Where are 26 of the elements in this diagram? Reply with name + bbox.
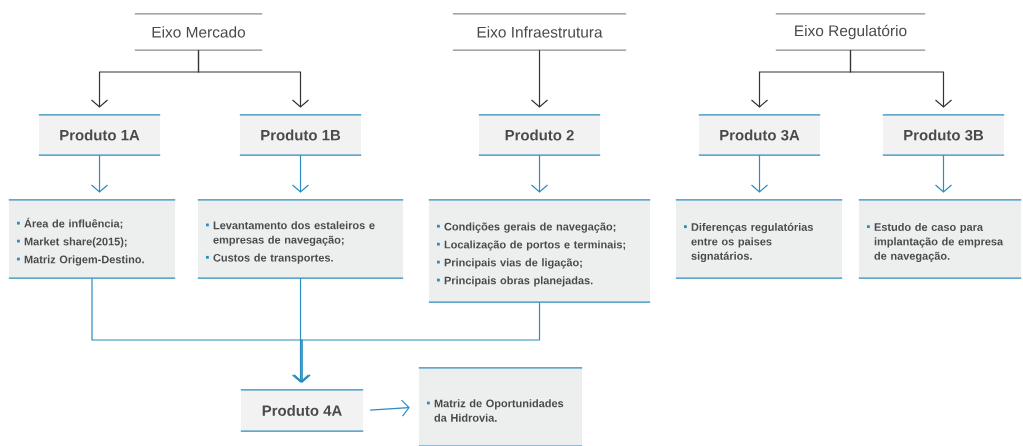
- product-box: Produto 1A: [38, 114, 161, 156]
- product-box: Produto 3B: [882, 114, 1005, 156]
- product-box: Produto 3A: [698, 114, 821, 156]
- bullet-list-box: Condições gerais de navegação; Localização de portos e terminais; Principais vias de ligação; Principais obras planejadas.: [428, 199, 651, 303]
- arrow: [291, 154, 310, 193]
- axis-heading: Eixo Infraestrutura: [452, 13, 627, 51]
- bullet-list-box: Levantamento dos estaleiros e empresas de navegação; Custos de transportes.: [197, 199, 404, 279]
- bullet-list-box: Área de influência; Market share(2015); Matriz Origem-Destino.: [8, 199, 176, 279]
- arrow: [530, 154, 549, 193]
- product-box: Produto 4A: [240, 389, 364, 432]
- arrow: [293, 301, 541, 383]
- arrow: [291, 277, 310, 383]
- arrow: [530, 49, 549, 108]
- arrow: [369, 399, 410, 417]
- axis-heading: Eixo Regulatório: [775, 13, 926, 51]
- product-box: Produto 2: [478, 114, 601, 156]
- arrow: [934, 154, 953, 193]
- axis-heading: Eixo Mercado: [134, 13, 263, 51]
- product-box: Produto 1B: [239, 114, 362, 156]
- bullet-list-box: Matriz de Oportunidades da Hidrovia.: [418, 367, 583, 446]
- bullet-list-box: Estudo de caso para implantação de empresa de navegação.: [858, 199, 1022, 279]
- bullet-list-box: Diferenças regulatórias entre os paises signatários.: [675, 199, 843, 279]
- arrow: [90, 154, 109, 193]
- arrow: [197, 49, 310, 108]
- arrow: [750, 154, 769, 193]
- arrow: [849, 49, 953, 108]
